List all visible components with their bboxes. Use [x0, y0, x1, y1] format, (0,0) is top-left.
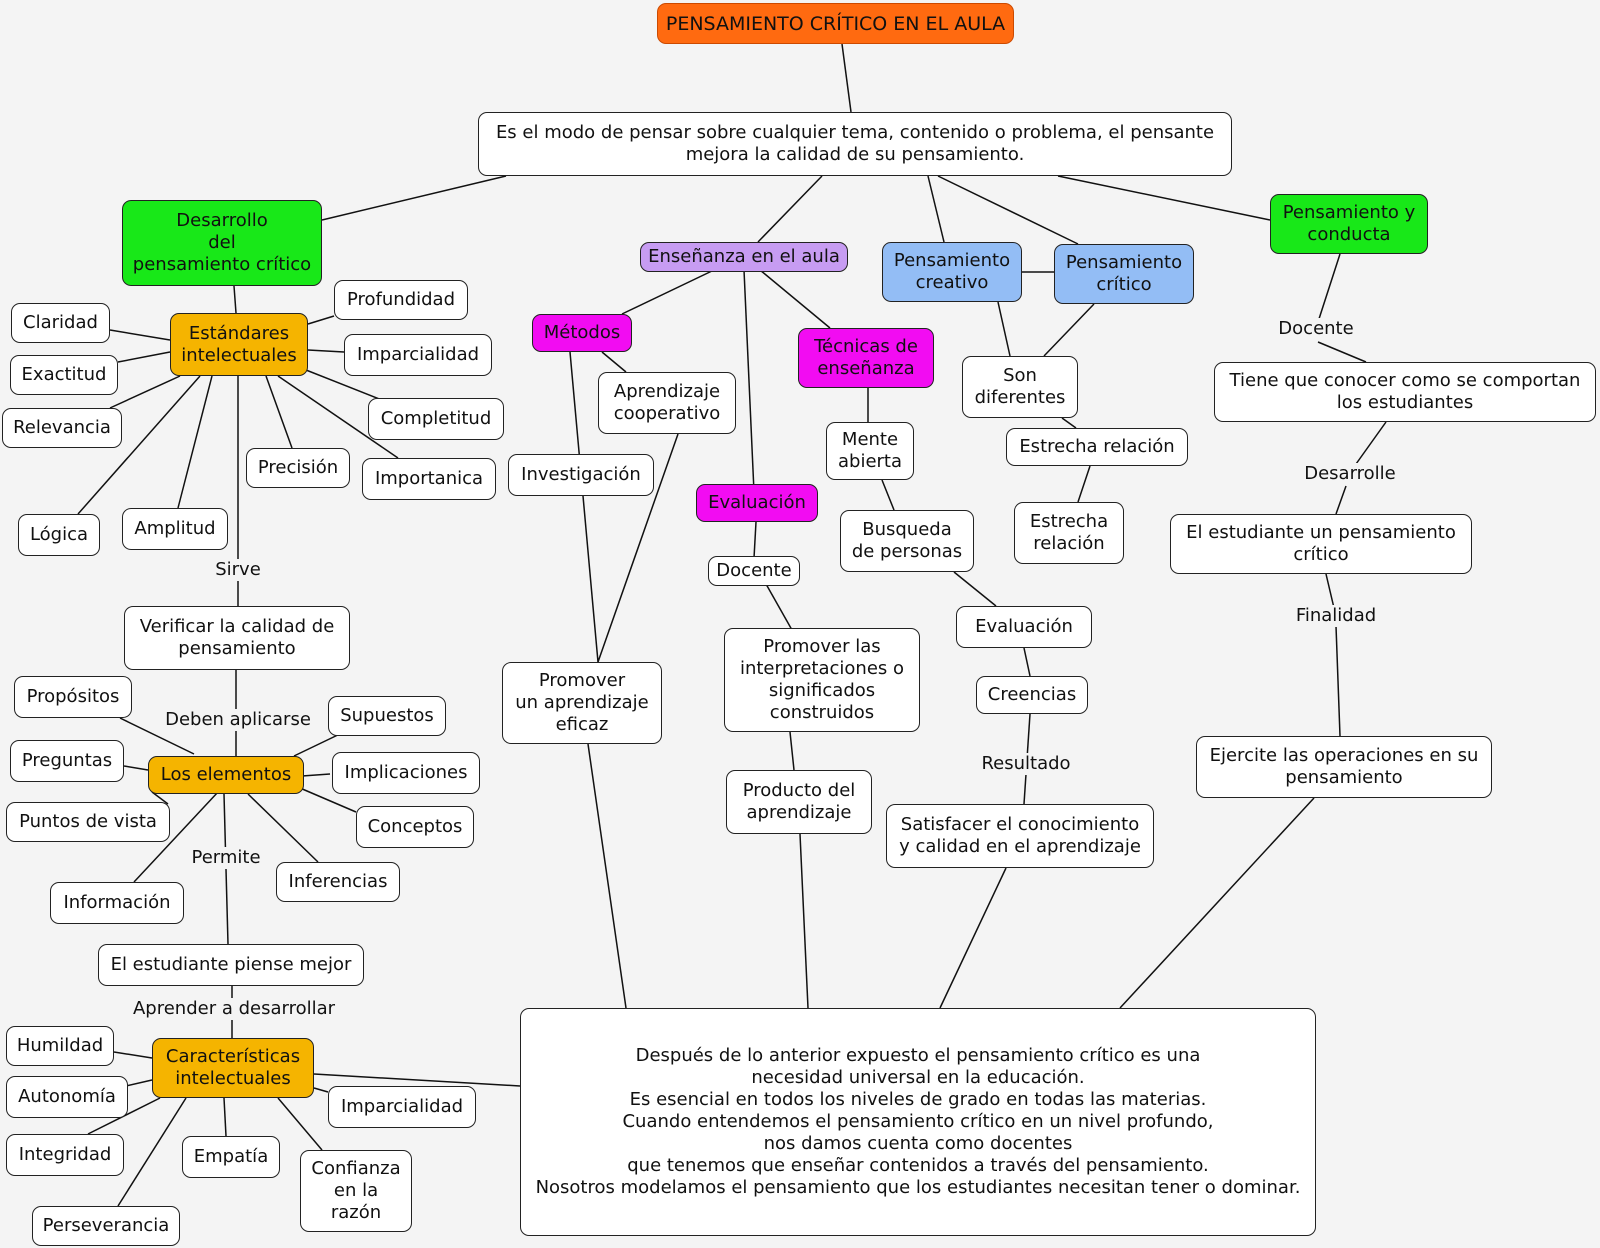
edge-label-desarrolle: Desarrolle — [1300, 463, 1400, 485]
mente-abierta-node: Mente abierta — [826, 422, 914, 480]
edge-label-finalidad: Finalidad — [1291, 605, 1381, 627]
edge-label-permite: Permite — [187, 847, 265, 869]
edge-label-sirve: Sirve — [211, 559, 265, 581]
producto-node: Producto del aprendizaje — [726, 770, 872, 834]
edge-label-docente: Docente — [1274, 318, 1358, 340]
desarrollo-node: Desarrollo del pensamiento crítico — [122, 200, 322, 286]
estudiante-pensamiento-node: El estudiante un pensamiento crítico — [1170, 514, 1472, 574]
aprendizaje-cooperativo-node: Aprendizaje cooperativo — [598, 372, 736, 434]
informacion-node: Información — [50, 882, 184, 924]
ejercite-node: Ejercite las operaciones en su pensamien… — [1196, 736, 1492, 798]
conclusion-node: Después de lo anterior expuesto el pensa… — [520, 1008, 1316, 1236]
pensamiento-creativo-node: Pensamiento creativo — [882, 242, 1022, 302]
root-node: PENSAMIENTO CRÍTICO EN EL AULA — [657, 3, 1014, 44]
edge-label-aprender: Aprender a desarrollar — [128, 998, 340, 1020]
humildad-node: Humildad — [6, 1026, 114, 1066]
conceptos-node: Conceptos — [356, 806, 474, 848]
busqueda-node: Busqueda de personas — [840, 510, 974, 572]
perseverancia-node: Perseverancia — [32, 1206, 180, 1246]
tecnicas-node: Técnicas de enseñanza — [798, 328, 934, 388]
promover-interpretaciones-node: Promover las interpretaciones o signific… — [724, 628, 920, 732]
piense-mejor-node: El estudiante piense mejor — [98, 944, 364, 986]
preguntas-node: Preguntas — [10, 740, 124, 782]
definition-node: Es el modo de pensar sobre cualquier tem… — [478, 112, 1232, 176]
caracteristicas-node: Características intelectuales — [152, 1038, 314, 1098]
autonomia-node: Autonomía — [6, 1076, 128, 1118]
confianza-node: Confianza en la razón — [300, 1150, 412, 1232]
relevancia-node: Relevancia — [2, 408, 122, 448]
estrecha-relacion-node: Estrecha relación — [1006, 428, 1188, 466]
evaluacion-tecnicas-node: Evaluación — [956, 606, 1092, 648]
empatia-node: Empatía — [182, 1136, 280, 1178]
creencias-node: Creencias — [976, 676, 1088, 714]
estandares-node: Estándares intelectuales — [170, 313, 308, 376]
metodos-node: Métodos — [532, 314, 632, 352]
implicaciones-node: Implicaciones — [332, 752, 480, 794]
profundidad-node: Profundidad — [334, 280, 468, 320]
son-diferentes-node: Son diferentes — [962, 356, 1078, 418]
logica-node: Lógica — [18, 514, 100, 556]
satisfacer-node: Satisfacer el conocimiento y calidad en … — [886, 804, 1154, 868]
promover-aprendizaje-node: Promover un aprendizaje eficaz — [502, 662, 662, 744]
docente-node: Docente — [708, 556, 800, 586]
precision-node: Precisión — [246, 448, 350, 488]
claridad-node: Claridad — [11, 303, 110, 343]
los-elementos-node: Los elementos — [148, 756, 304, 794]
supuestos-node: Supuestos — [328, 696, 446, 736]
importanica-node: Importanica — [362, 458, 496, 500]
completitud-node: Completitud — [368, 398, 504, 440]
inferencias-node: Inferencias — [276, 862, 400, 902]
integridad-node: Integridad — [6, 1134, 124, 1176]
estrecha-relacion-second-node: Estrecha relación — [1014, 502, 1124, 564]
verificar-node: Verificar la calidad de pensamiento — [124, 606, 350, 670]
imparcialidad-char-node: Imparcialidad — [328, 1086, 476, 1128]
amplitud-node: Amplitud — [122, 508, 228, 550]
imparcialidad-standard-node: Imparcialidad — [344, 334, 492, 376]
pensamiento-critico-node: Pensamiento crítico — [1054, 244, 1194, 304]
pensamiento-conducta-node: Pensamiento y conducta — [1270, 194, 1428, 254]
edge-label-resultado: Resultado — [977, 753, 1075, 775]
investigacion-node: Investigación — [508, 454, 654, 496]
edge-label-deben-aplicarse: Deben aplicarse — [161, 709, 315, 731]
propositos-node: Propósitos — [14, 676, 132, 718]
tiene-que-conocer-node: Tiene que conocer como se comportan los … — [1214, 362, 1596, 422]
evaluacion-methods-node: Evaluación — [696, 484, 818, 522]
exactitud-node: Exactitud — [10, 355, 118, 395]
ensenanza-node: Enseñanza en el aula — [640, 242, 848, 272]
puntos-de-vista-node: Puntos de vista — [6, 802, 170, 842]
